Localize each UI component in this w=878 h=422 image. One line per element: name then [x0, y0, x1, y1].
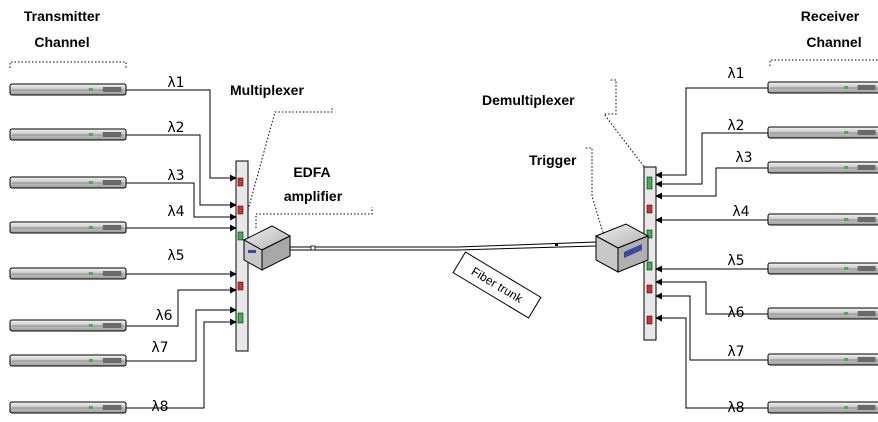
receiver-fiber-line [655, 292, 768, 361]
receiver-unit [767, 307, 878, 320]
transmitter-title-line2: Channel [34, 34, 89, 50]
transmitter-unit [9, 401, 127, 414]
transmitter-fiber-line [126, 134, 237, 209]
transmitter-fiber-line [126, 89, 237, 182]
multiplexer-callout [247, 106, 333, 211]
receiver-wavelength-label: λ2 [727, 118, 744, 134]
transmitter-wavelength-label: λ5 [167, 248, 184, 264]
receiver-unit [767, 126, 878, 139]
transmitter-wavelength-label: λ8 [151, 399, 168, 415]
edfa-label-line1: EDFA [293, 164, 330, 180]
transmitter-wavelength-label: λ4 [167, 204, 184, 220]
receiver-wavelength-label: λ4 [732, 204, 749, 220]
receiver-unit [767, 401, 878, 414]
receiver-fiber-line [655, 314, 768, 409]
transmitter-unit [9, 83, 127, 96]
transmitter-fiber-line [126, 306, 237, 362]
demultiplexer-label: Demultiplexer [482, 92, 575, 108]
receiver-fiber-line [655, 167, 768, 200]
receiver-unit [767, 262, 878, 275]
receiver-bracket [769, 59, 878, 66]
transmitter-unit [9, 354, 127, 367]
edfa-label-line2: amplifier [284, 188, 343, 204]
transmitter-bracket [9, 61, 127, 68]
demultiplexer-callout [602, 79, 649, 173]
transmitter-wavelength-label: λ1 [167, 75, 184, 91]
trigger-device [594, 223, 650, 273]
receiver-wavelength-label: λ6 [727, 305, 744, 321]
transmitter-wavelength-label: λ2 [167, 120, 184, 136]
receiver-wavelength-label: λ8 [727, 400, 744, 416]
transmitter-wavelength-label: λ3 [167, 168, 184, 184]
receiver-unit [767, 213, 878, 226]
transmitter-unit [9, 176, 127, 189]
receiver-unit [767, 81, 878, 94]
edfa-amplifier-device [242, 225, 292, 271]
transmitter-unit [9, 128, 127, 141]
transmitter-unit [9, 319, 127, 332]
transmitter-channel-group: λ1 λ2 λ3 λ4 λ5 λ6 λ7 λ8 [9, 75, 237, 415]
receiver-wavelength-label: λ5 [727, 253, 744, 269]
transmitter-fiber-line [126, 182, 237, 221]
transmitter-fiber-line [126, 318, 237, 409]
fiber-trunk-tag: Fiber trunk [452, 251, 542, 319]
receiver-fiber-line [655, 278, 768, 315]
receiver-wavelength-label: λ3 [735, 150, 752, 166]
fiber-trunk-cable [290, 241, 597, 251]
receiver-wavelength-label: λ1 [727, 66, 744, 82]
transmitter-unit [9, 221, 127, 234]
receiver-fiber-line [655, 87, 768, 179]
receiver-fiber-line [655, 132, 768, 188]
receiver-unit [767, 161, 878, 174]
receiver-wavelength-label: λ7 [727, 344, 744, 360]
edfa-callout [255, 207, 373, 228]
trigger-callout [584, 147, 605, 237]
transmitter-wavelength-label: λ6 [155, 308, 172, 324]
receiver-title-line2: Channel [806, 34, 861, 50]
receiver-title-line1: Receiver [801, 8, 860, 24]
transmitter-wavelength-label: λ7 [151, 340, 168, 356]
transmitter-fiber-line [126, 286, 237, 327]
trigger-label: Trigger [529, 152, 577, 168]
receiver-channel-group: λ1 λ2 λ3 λ4 λ5 λ6 λ7 λ8 [655, 66, 878, 416]
transmitter-unit [9, 267, 127, 280]
multiplexer-label: Multiplexer [230, 82, 304, 98]
transmitter-title-line1: Transmitter [24, 8, 101, 24]
receiver-unit [767, 353, 878, 366]
